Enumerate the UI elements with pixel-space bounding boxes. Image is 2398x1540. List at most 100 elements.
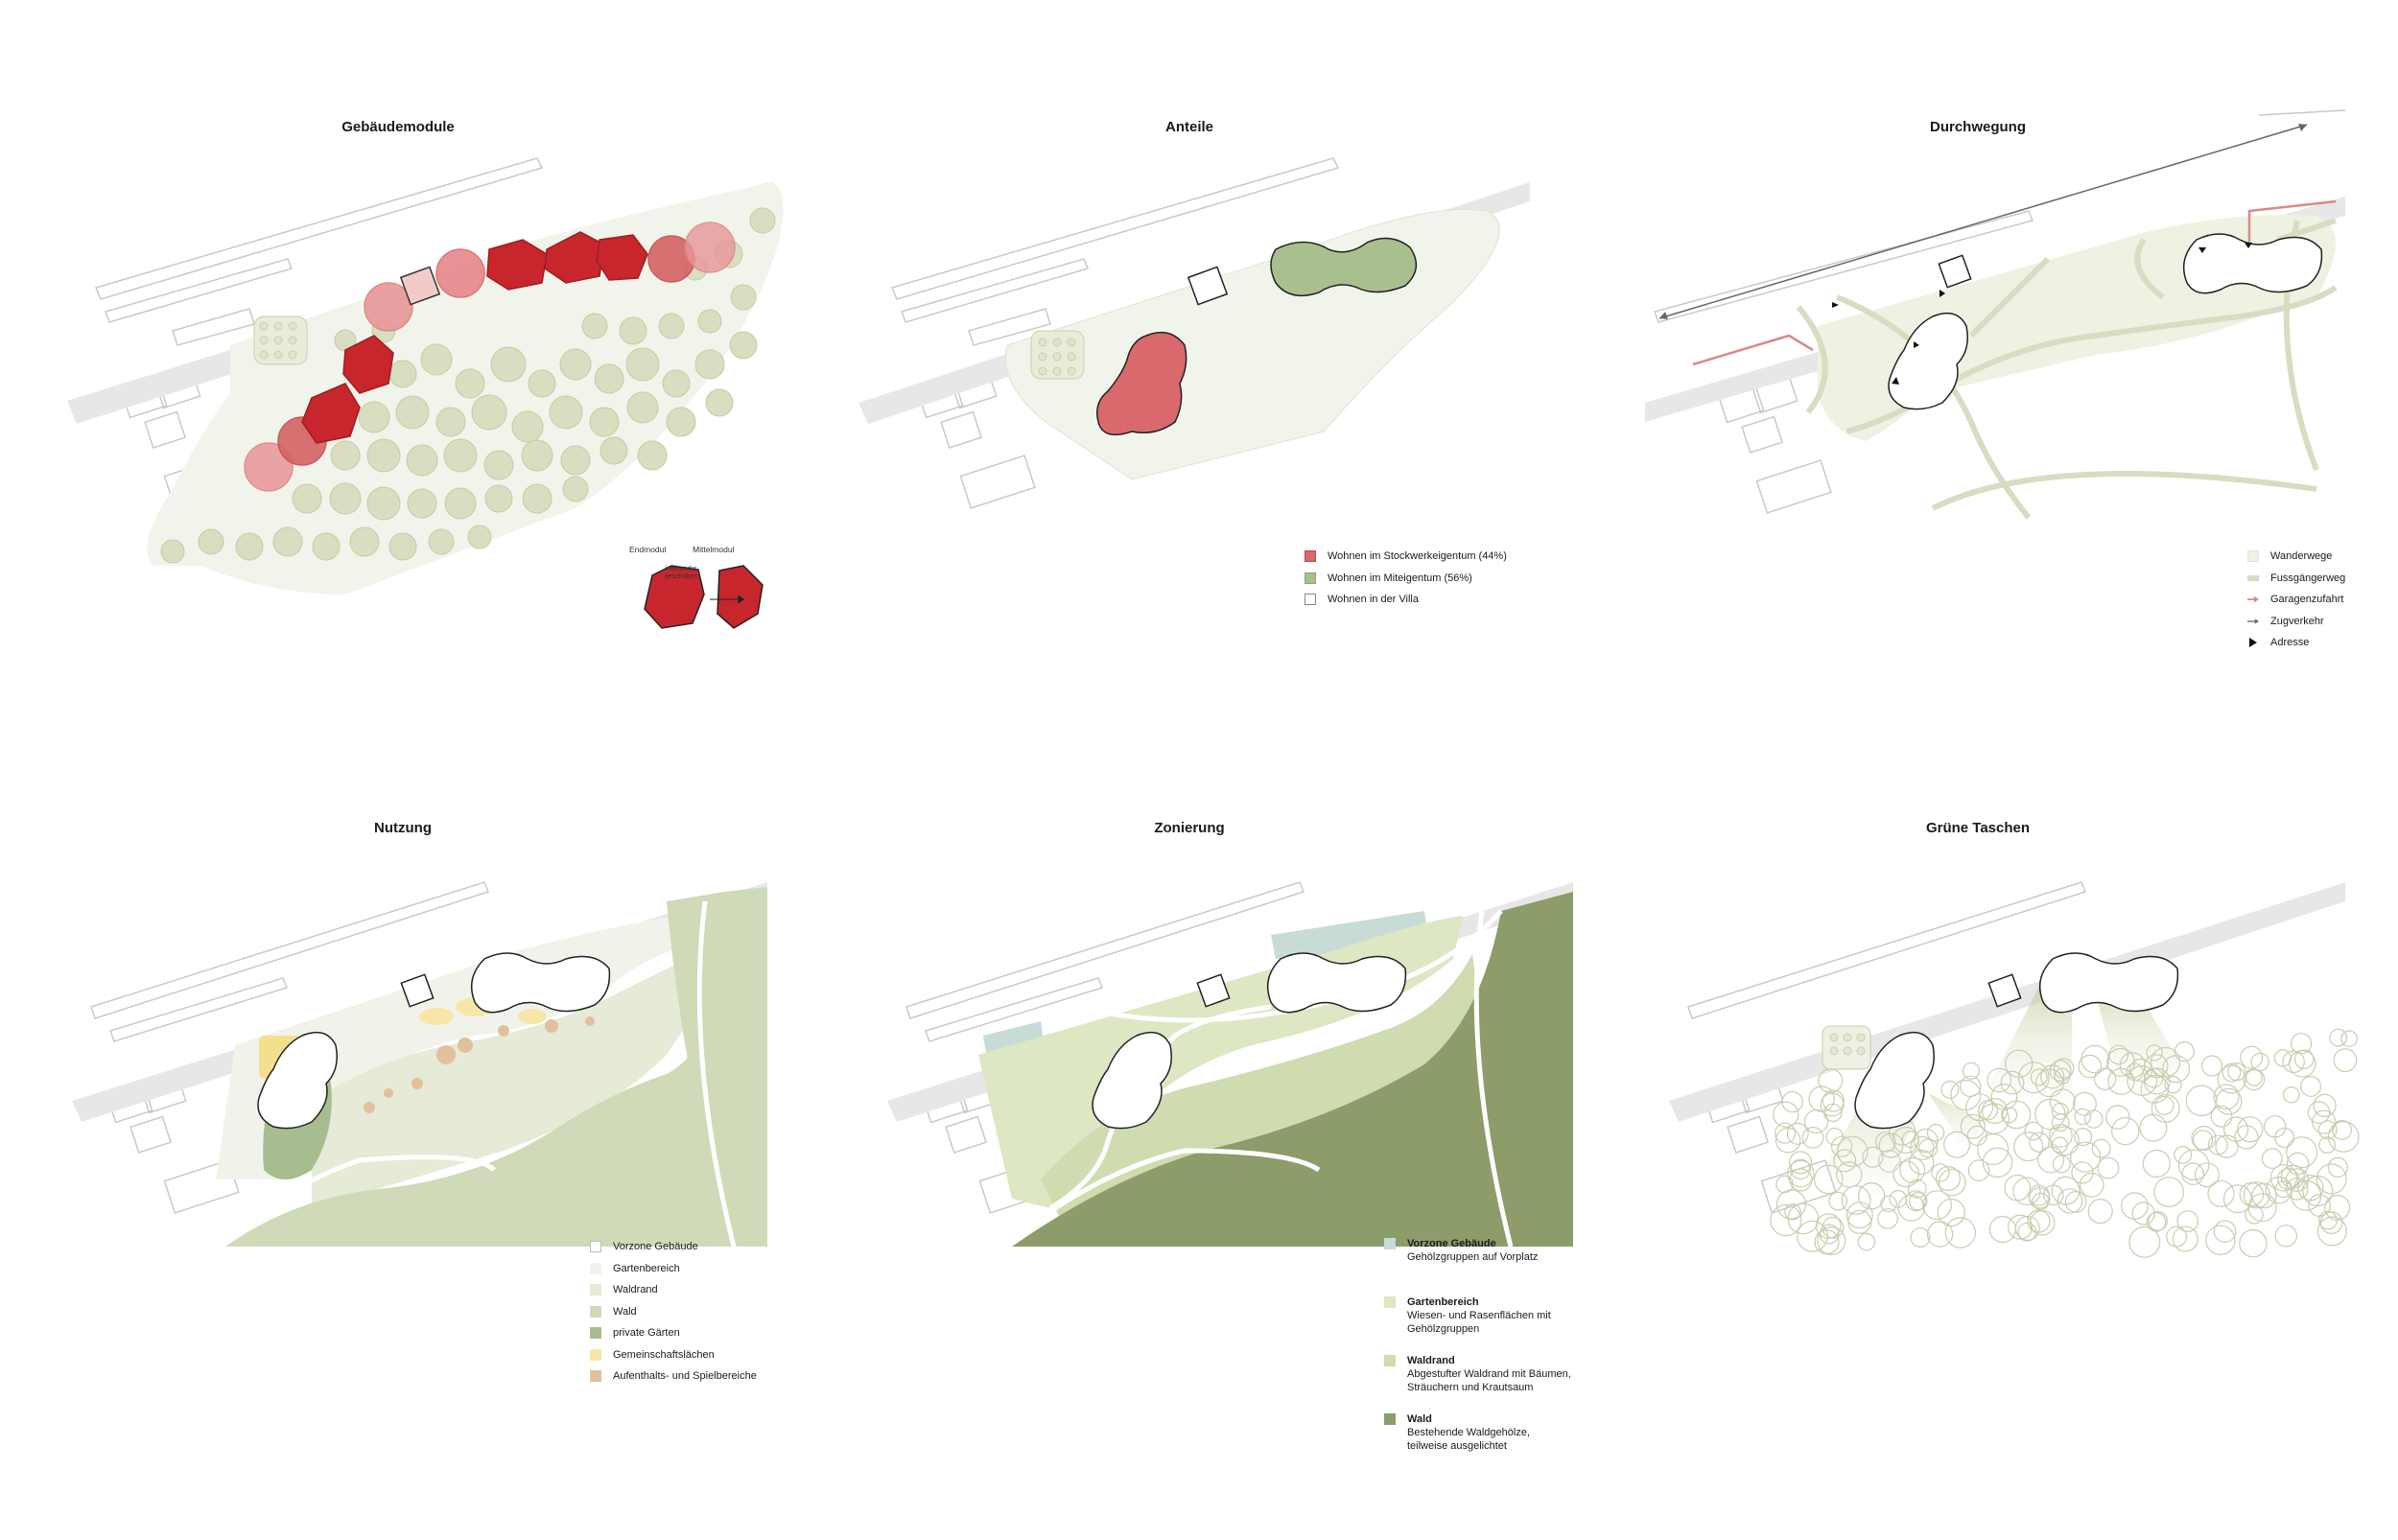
tree-canopy-circle [2150, 1046, 2181, 1078]
swatch-waldrand [1384, 1355, 1396, 1366]
tree-canopy-circle [2299, 1075, 2321, 1097]
legend-label: Wanderwege [2270, 550, 2333, 562]
legend-title: Wald [1407, 1413, 1432, 1425]
tree-canopy-circle [2040, 1064, 2065, 1089]
tree-canopy-circle [2313, 1093, 2337, 1117]
map-gebaeudemodule [67, 157, 784, 629]
tree-canopy [1770, 1028, 2360, 1258]
tree-canopy-circle [2293, 1049, 2315, 1069]
legend-label: Aufenthalts- und Spielbereiche [613, 1370, 757, 1382]
tree-canopy-circle [2079, 1172, 2104, 1198]
tree-canopy-circle [1857, 1232, 1876, 1251]
tree-canopy-circle [2140, 1074, 2170, 1104]
swatch-villa [1305, 594, 1316, 605]
tree-canopy-circle [2054, 1067, 2071, 1085]
tree-canopy-circle [2312, 1109, 2337, 1134]
tree-canopy-circle [2288, 1050, 2316, 1078]
swatch-private-gaerten [590, 1327, 601, 1339]
tree-canopy-circle [2107, 1067, 2135, 1095]
swatch-wanderwege [2247, 550, 2259, 562]
tree-canopy-circle [2070, 1141, 2102, 1173]
tree-canopy-circle [2005, 1049, 2034, 1078]
tree-canopy-circle [2131, 1202, 2155, 1225]
swatch-miteigentum [1305, 572, 1316, 584]
tree-canopy-circle [1773, 1101, 1799, 1128]
tree-canopy-circle [1789, 1168, 1813, 1192]
tree-canopy-circle [1862, 1146, 1884, 1168]
tree-canopy-circle [1918, 1138, 1939, 1158]
tree-canopy-circle [2087, 1199, 2113, 1225]
tree-canopy-circle [2128, 1225, 2161, 1258]
tree-canopy-circle [2108, 1044, 2129, 1065]
tree-canopy-circle [2148, 1211, 2169, 1231]
tree-canopy-circle [1943, 1131, 1971, 1158]
tree-canopy-circle [2013, 1132, 2044, 1162]
tree-canopy-circle [2146, 1044, 2163, 1062]
tree-canopy-circle [1822, 1216, 1845, 1239]
tree-canopy-circle [2024, 1121, 2043, 1141]
tree-canopy-circle [1808, 1085, 1835, 1112]
tree-canopy-circle [1784, 1202, 1801, 1221]
legend-label: Wald [613, 1305, 637, 1318]
tree-canopy-circle [2261, 1148, 2283, 1170]
tree-canopy-circle [2164, 1075, 2182, 1094]
legend-desc: Abgestufter Waldrand mit Bäumen, Sträuch… [1407, 1368, 1571, 1393]
tree-canopy-circle [2074, 1128, 2093, 1147]
tree-canopy-circle [2037, 1146, 2065, 1174]
tree-canopy-circle [2081, 1044, 2110, 1074]
tree-canopy-circle [2324, 1194, 2351, 1221]
tree-canopy-circle [1897, 1194, 1925, 1222]
train-arrow [1658, 124, 2308, 319]
tree-canopy-circle [2317, 1120, 2338, 1140]
tree-canopy-circle [2034, 1098, 2066, 1131]
tree-canopy-circle [2074, 1108, 2092, 1126]
tree-canopy-circle [1818, 1068, 1844, 1093]
tree-canopy-circle [2051, 1102, 2069, 1120]
tree-canopy-circle [1774, 1122, 1797, 1144]
context-buildings [890, 157, 1340, 509]
garden-pattern [253, 315, 308, 365]
tree-canopy-circle [1967, 1159, 1990, 1181]
tree-canopy-circle [1828, 1191, 1848, 1211]
tree-canopy-circle [2142, 1149, 2171, 1178]
tree-canopy-circle [1982, 1147, 2013, 1178]
arrow-grey-icon [2247, 618, 2259, 624]
tree-canopy-circle [2052, 1155, 2071, 1174]
tree-canopy-circle [1846, 1202, 1873, 1229]
zone-waldrand [1041, 954, 1482, 1218]
tree-canopy-circle [1937, 1198, 1965, 1227]
legend-label: Gartenbereich [613, 1262, 680, 1274]
garden-pattern [1030, 330, 1085, 380]
tree-canopy-circle [2051, 1113, 2070, 1132]
tree-canopy-circle [2057, 1188, 2083, 1214]
tree-canopy-circle [2072, 1091, 2097, 1116]
tree-canopy-circle [2191, 1126, 2217, 1152]
legend-desc: Gehölzgruppen auf Vorplatz [1407, 1251, 1539, 1263]
tree-canopy-circle [2227, 1062, 2246, 1082]
footpaths [1796, 218, 2338, 520]
garden-pattern [1822, 1025, 1871, 1070]
tree-canopy-circle [2213, 1220, 2237, 1243]
tree-canopy-circle [2239, 1229, 2268, 1258]
tree-canopy-circle [1938, 1168, 1966, 1197]
tree-canopy-circle [2213, 1084, 2240, 1110]
swatch-gartenbereich [590, 1262, 601, 1274]
tree-canopy-circle [2207, 1179, 2235, 1207]
tree-canopy-circle [1847, 1209, 1872, 1234]
tree-canopy-circle [2316, 1163, 2347, 1195]
zone-wald-east [667, 887, 767, 1247]
tree-canopy-circle [1790, 1158, 1811, 1180]
tree-canopy-circle [2097, 1156, 2120, 1179]
tree-canopy-circle [2274, 1225, 2298, 1248]
zone-waldrand [312, 921, 767, 1208]
tree-canopy-circle [1781, 1090, 1803, 1113]
tree-canopy-circle [2004, 1174, 2031, 1202]
tree-canopy-circle [2222, 1184, 2252, 1214]
tree-canopy-circle [1978, 1103, 2010, 1134]
tree-canopy-circle [2276, 1168, 2299, 1191]
tree-canopy-circle [2329, 1028, 2347, 1047]
tree-canopy-circle [1914, 1128, 1939, 1154]
tree-canopy-circle [2192, 1130, 2214, 1151]
swatch-vorzone [590, 1241, 601, 1252]
